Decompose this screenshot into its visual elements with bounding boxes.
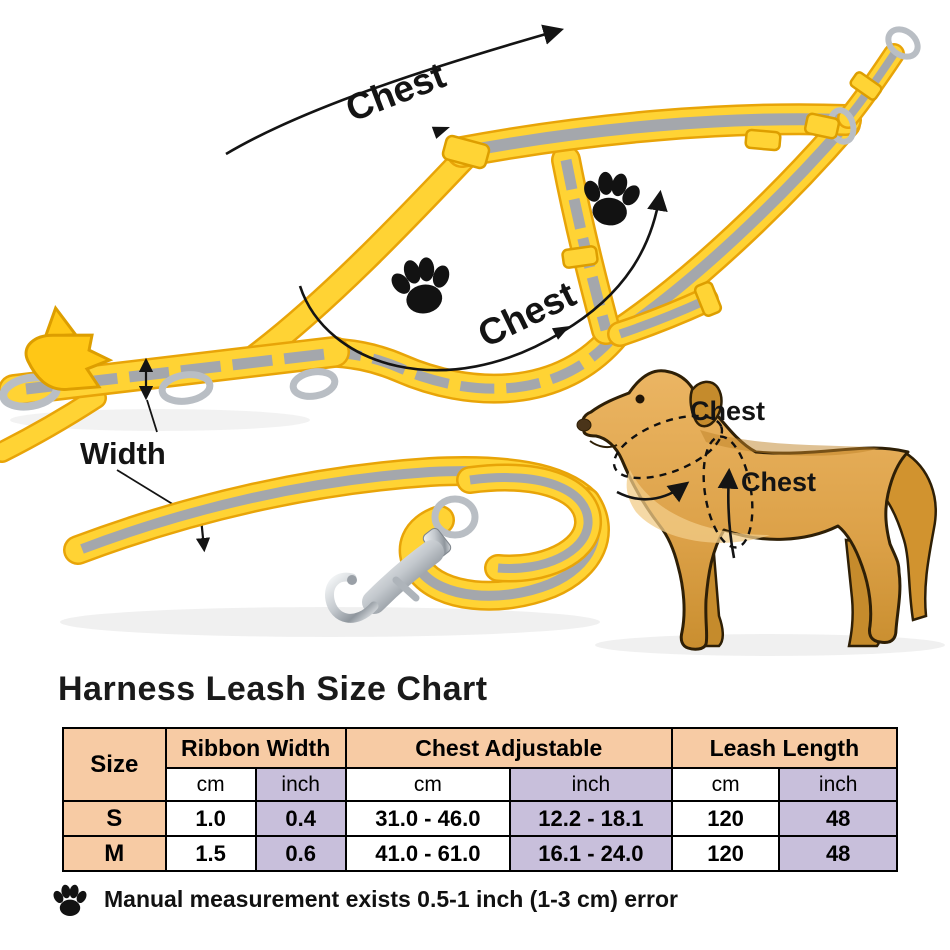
width-callout: Width (80, 357, 211, 553)
cell-ribbon-cm: 1.0 (164, 800, 257, 837)
d-ring-icon (289, 368, 339, 400)
cell-ribbon-cm: 1.5 (164, 835, 257, 872)
harness-strap-top (446, 103, 862, 168)
table-header-row: Size Ribbon Width Chest Adjustable Leash… (62, 727, 899, 802)
chest-arrow-middle (298, 189, 668, 372)
dog-illustration: Chest Chest (576, 369, 937, 651)
cell-chest-cm: 41.0 - 61.0 (344, 835, 512, 872)
strap-keeper (803, 112, 841, 140)
header-chest-adjustable: Chest Adjustable (344, 727, 673, 769)
harness-strap-bottom (315, 319, 631, 404)
unit-cm: cm (344, 767, 512, 802)
measurement-note: Manual measurement exists 0.5-1 inch (1-… (52, 882, 678, 916)
strap-slider (849, 71, 883, 101)
paw-print-icon (384, 252, 459, 319)
cell-chest-inch: 12.2 - 18.1 (509, 800, 673, 837)
chest-arrow-top (225, 24, 564, 156)
cell-leash-inch: 48 (778, 835, 898, 872)
dog-girth-arrow-left (616, 481, 690, 503)
harness-illustration (0, 26, 921, 463)
chest-arrow-middle-midhead (551, 326, 570, 340)
harness-strap-left-stub (0, 387, 107, 463)
page-title: Harness Leash Size Chart (58, 670, 488, 708)
table-row-size-s: S 1.0 0.4 31.0 - 46.0 12.2 - 18.1 120 48 (62, 800, 898, 837)
unit-cm: cm (670, 767, 781, 802)
d-ring-icon (885, 26, 921, 60)
unit-inch: inch (778, 767, 898, 802)
unit-inch: inch (509, 767, 673, 802)
cell-leash-cm: 120 (670, 800, 781, 837)
cell-chest-inch: 16.1 - 24.0 (509, 835, 673, 872)
cell-chest-cm: 31.0 - 46.0 (344, 800, 512, 837)
header-leash-length: Leash Length (670, 727, 899, 769)
strap-keeper (744, 128, 782, 152)
dog-neck-girth-ellipse (612, 414, 724, 480)
leash-illustration (63, 456, 610, 623)
width-leader-line-up (146, 399, 158, 433)
strap-keeper (441, 134, 491, 170)
cell-size: S (62, 800, 167, 837)
dog-chest-girth-ellipse (702, 435, 754, 549)
size-chart-table: Size Ribbon Width Chest Adjustable Leash… (62, 727, 899, 872)
unit-cm: cm (164, 767, 257, 802)
measurement-note-text: Manual measurement exists 0.5-1 inch (1-… (104, 885, 678, 912)
dog-tail (878, 450, 937, 622)
harness-strap-left-rising (243, 143, 479, 369)
unit-inch: inch (254, 767, 347, 802)
snap-hook-icon (325, 495, 479, 623)
leash-strap-coil (63, 456, 610, 611)
dog-back-shading (700, 430, 880, 456)
chest-arrow-top-midhead (431, 126, 450, 139)
cell-size: M (62, 835, 167, 872)
dog-chest-label-upper: Chest (690, 396, 765, 426)
harness-hardware (0, 26, 921, 411)
table-units-row: cm inch cm inch cm inch (63, 767, 898, 802)
cell-ribbon-inch: 0.4 (254, 800, 347, 837)
dog-girth-arrow-right (717, 467, 739, 559)
cell-ribbon-inch: 0.6 (254, 835, 347, 872)
dog-eye (635, 394, 645, 404)
width-label: Width (80, 436, 166, 471)
harness-strap-right-diagonal (605, 109, 861, 347)
dog-mouth (589, 440, 618, 449)
chest-label-middle: Chest (472, 273, 582, 355)
product-illustration: Chest Chest Width (0, 24, 945, 656)
dog-chest-label-lower: Chest (741, 467, 816, 497)
header-size: Size (62, 727, 167, 802)
dog-nose (576, 418, 592, 432)
cell-leash-inch: 48 (778, 800, 898, 837)
harness-strap-apex-stub (607, 281, 723, 347)
table-row-size-m: M 1.5 0.6 41.0 - 61.0 16.1 - 24.0 120 48 (62, 835, 898, 872)
cell-leash-cm: 120 (670, 835, 781, 872)
strap-keeper (561, 245, 599, 269)
header-ribbon-width: Ribbon Width (164, 727, 347, 769)
d-ring-icon (158, 371, 214, 405)
buckle-icon (24, 305, 114, 391)
chest-label-top: Chest (340, 54, 451, 129)
dog-belly-highlight (626, 470, 770, 543)
paw-print-icon (53, 884, 87, 916)
